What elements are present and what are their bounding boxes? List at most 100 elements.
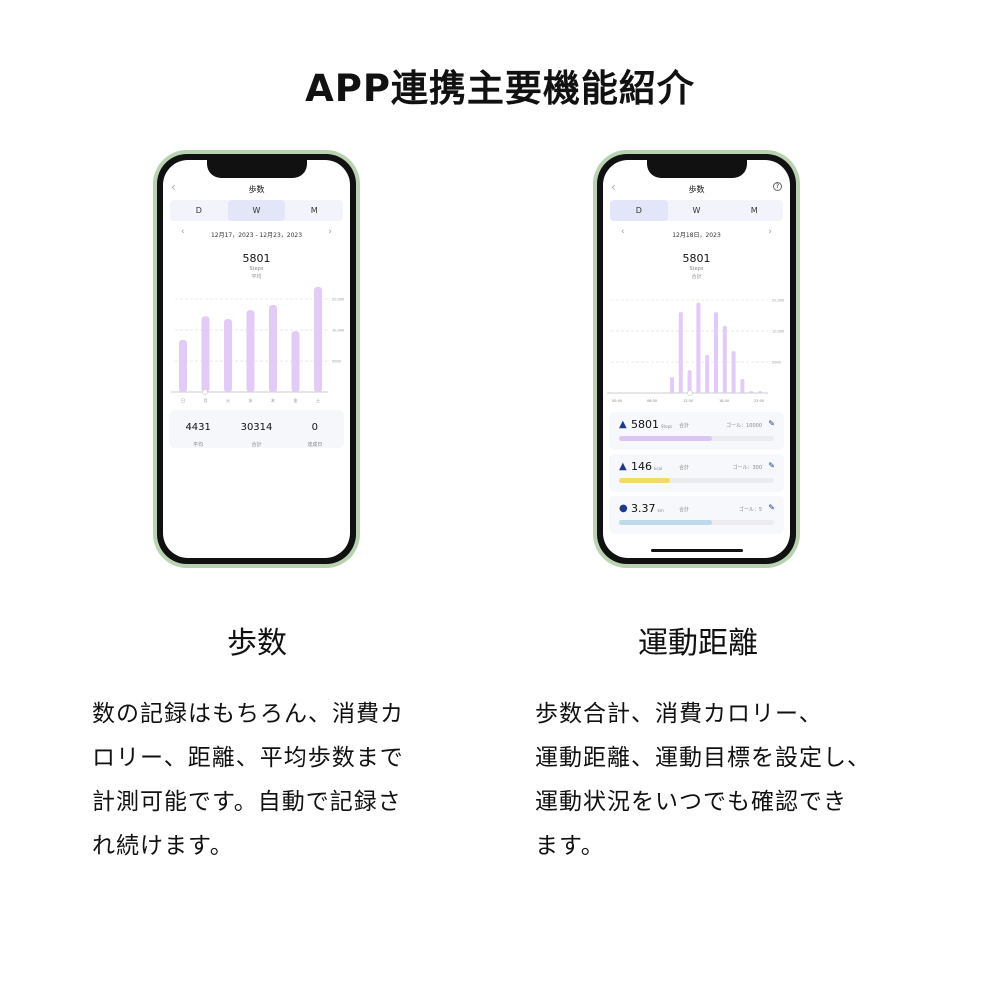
prev-icon[interactable]: ‹ xyxy=(621,227,625,237)
notch xyxy=(646,160,747,178)
edit-icon[interactable]: ✎ xyxy=(768,503,775,512)
bar xyxy=(269,305,277,392)
x-tick-label: 12:00 xyxy=(683,399,693,403)
x-tick-label: 金 xyxy=(294,397,298,403)
back-icon[interactable]: ‹ xyxy=(611,180,616,194)
weekly-steps-chart: 20,00010,0005000日月火水木金土 xyxy=(171,286,344,403)
tab-month[interactable]: M xyxy=(310,206,318,215)
stat-label: 合計 xyxy=(251,442,262,448)
steps-value: 5801 xyxy=(682,252,711,265)
steps-unit: Steps xyxy=(689,266,704,272)
progress-bar xyxy=(619,436,774,441)
bar xyxy=(291,331,300,392)
stat-label: 平均 xyxy=(193,442,204,448)
flame-icon: ▲ xyxy=(619,461,627,472)
section-heading-steps: 歩数 xyxy=(227,626,287,661)
daily-steps-chart: 20,000 10,000 5000 00:00 06:00 12:00 18:00 23:0… xyxy=(607,299,784,403)
x-tick-label: 木 xyxy=(271,397,275,403)
x-tick-label: 06:00 xyxy=(647,399,657,403)
footprints-icon: ▲ xyxy=(619,419,627,430)
progress-bar xyxy=(619,478,774,483)
bar xyxy=(740,379,745,393)
home-indicator[interactable] xyxy=(650,549,743,552)
tab-week[interactable]: W xyxy=(692,206,701,215)
bar xyxy=(246,310,255,392)
bar xyxy=(687,370,692,393)
bar xyxy=(670,377,674,393)
next-icon[interactable]: › xyxy=(328,227,332,237)
tab-day[interactable]: D xyxy=(195,206,202,215)
metric-unit: kcal xyxy=(654,466,663,471)
text-line: 歩数合計、消費カロリー、 xyxy=(535,701,823,727)
metric-goal: ゴール：300 xyxy=(732,465,762,471)
date: 12月18日，2023 xyxy=(672,232,721,239)
steps-unit: Steps xyxy=(249,266,264,272)
back-icon[interactable]: ‹ xyxy=(171,180,176,194)
metric-total-label: 合計 xyxy=(679,465,690,471)
progress-bar xyxy=(619,520,774,525)
bar xyxy=(749,391,754,393)
x-tick-label: 土 xyxy=(316,397,320,403)
help-icon[interactable]: ? xyxy=(773,182,782,191)
y-tick-label: 5000 xyxy=(772,361,781,365)
notch xyxy=(206,160,307,178)
metric-total-label: 合計 xyxy=(679,423,690,429)
text-line: ロリー、距離、平均歩数まで xyxy=(92,745,404,771)
phone-steps-daily: ‹ 歩数 ? D W M ‹ 12月18日，2023 › 5801 Steps … xyxy=(593,150,800,568)
metric-goal: ゴール：10000 xyxy=(726,423,762,429)
selection-marker xyxy=(202,389,208,395)
bar xyxy=(758,391,762,393)
stat-value: 4431 xyxy=(185,422,211,433)
next-icon[interactable]: › xyxy=(768,227,772,237)
edit-icon[interactable]: ✎ xyxy=(768,461,775,470)
date-range: 12月17，2023 - 12月23，2023 xyxy=(210,232,303,239)
x-tick-label: 日 xyxy=(181,398,185,403)
screen-title: 歩数 xyxy=(688,185,705,194)
steps-value: 5801 xyxy=(242,252,271,265)
x-tick-label: 23:00 xyxy=(754,399,764,403)
tab-month[interactable]: M xyxy=(750,206,758,215)
steps-label: 合計 xyxy=(691,274,702,280)
y-tick-label: 20,000 xyxy=(332,298,344,302)
tab-day[interactable]: D xyxy=(610,200,668,221)
text-line: 数の記録はもちろん、消費カ xyxy=(92,701,404,727)
bar xyxy=(722,326,727,393)
bar xyxy=(705,354,710,393)
bar xyxy=(678,312,683,393)
x-tick-label: 00:00 xyxy=(612,399,622,403)
y-tick-label: 10,000 xyxy=(332,328,344,332)
page-title: APP連携主要機能紹介 xyxy=(305,67,695,110)
y-tick-label: 10,000 xyxy=(772,329,784,333)
edit-icon[interactable]: ✎ xyxy=(768,419,775,428)
text-line: 運動距離、運動目標を設定し、 xyxy=(535,745,871,771)
stat-value: 0 xyxy=(311,422,318,433)
x-tick-label: 月 xyxy=(204,398,208,403)
tab-week[interactable]: W xyxy=(227,200,286,221)
x-tick-label: 18:00 xyxy=(719,399,729,403)
period-tabs: D W M xyxy=(170,200,343,221)
section-text-steps: 数の記録はもちろん、消費カ ロリー、距離、平均歩数まで 計測可能です。自動で記録… xyxy=(92,692,404,868)
section-heading-distance: 運動距離 xyxy=(638,626,758,661)
metric-total-label: 合計 xyxy=(679,507,690,513)
selection-marker xyxy=(687,390,693,396)
location-pin-icon: ● xyxy=(619,503,628,514)
steps-label: 平均 xyxy=(251,274,262,280)
phone-steps-weekly: ‹ 歩数 D W M ‹ 12月17，2023 - 12月23，2023 › 5… xyxy=(153,150,360,568)
prev-icon[interactable]: ‹ xyxy=(181,227,185,237)
metric-unit: Steps xyxy=(661,424,673,429)
bar xyxy=(696,302,701,393)
screen-title: 歩数 xyxy=(248,185,265,194)
x-tick-label: 火 xyxy=(226,398,230,403)
y-tick-label: 5000 xyxy=(332,360,341,364)
bar xyxy=(224,318,232,392)
bar xyxy=(714,312,718,393)
text-line: ます。 xyxy=(535,833,605,859)
section-text-distance: 歩数合計、消費カロリー、 運動距離、運動目標を設定し、 運動状況をいつでも確認で… xyxy=(535,692,871,868)
y-tick-label: 20,000 xyxy=(772,299,784,303)
